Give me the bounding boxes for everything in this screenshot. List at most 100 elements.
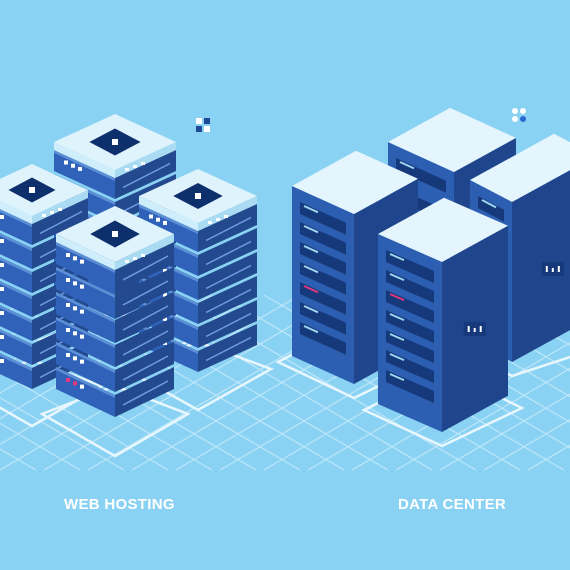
server-edge <box>54 150 115 181</box>
status-led <box>66 253 70 257</box>
badge-bar <box>467 326 470 332</box>
rim-led <box>42 214 46 217</box>
slot-led <box>389 273 405 282</box>
server-slot <box>205 216 252 242</box>
server-edge <box>56 267 115 298</box>
chip-light <box>29 187 35 193</box>
status-led <box>73 306 77 311</box>
floor-outline <box>39 384 191 458</box>
status-led <box>66 278 70 282</box>
rack-top <box>378 197 508 262</box>
server-edge <box>0 329 32 347</box>
grid-line <box>0 422 81 471</box>
server-side <box>115 367 174 417</box>
server-stack-icon <box>0 114 274 458</box>
server-rack-icon <box>275 107 570 448</box>
data-center-label: DATA CENTER <box>398 496 507 513</box>
status-led <box>0 311 4 315</box>
server-slot <box>205 240 252 266</box>
four-square-sparkle-icon <box>196 118 210 132</box>
server-slot <box>205 264 252 290</box>
grid-line <box>483 419 570 471</box>
status-led <box>64 160 68 165</box>
server-edge <box>0 305 32 323</box>
status-led <box>73 381 77 386</box>
server-top-rim <box>115 142 176 178</box>
server-face <box>56 317 115 367</box>
rim-led <box>133 165 137 168</box>
status-led <box>73 356 77 361</box>
rim-led <box>141 254 145 257</box>
slot-led <box>303 225 319 234</box>
server-rack <box>361 197 525 448</box>
status-led <box>163 268 167 273</box>
slot-led <box>303 285 319 294</box>
badge-bar <box>551 268 554 272</box>
server-side <box>115 267 174 317</box>
slot-led <box>303 265 319 274</box>
rack-side <box>512 170 570 362</box>
status-led <box>80 334 84 339</box>
floor-outline <box>0 358 105 428</box>
status-led <box>0 287 4 291</box>
grid-line <box>0 396 125 471</box>
server-top-rim <box>139 196 198 231</box>
slot-led <box>303 245 319 254</box>
status-led <box>66 353 70 357</box>
web-hosting-label: WEB HOSTING <box>64 496 175 513</box>
status-led <box>0 239 4 243</box>
slot-led <box>389 293 405 302</box>
status-led <box>73 331 77 336</box>
status-led <box>80 384 84 389</box>
server-face <box>0 329 32 365</box>
status-led <box>66 303 70 307</box>
status-led <box>73 256 77 261</box>
rim-led <box>125 168 129 171</box>
chip-light <box>112 139 118 145</box>
server-face <box>0 257 32 293</box>
server-side <box>115 150 176 199</box>
rim-led <box>133 257 137 260</box>
rim-led <box>50 211 54 214</box>
server-face <box>0 305 32 341</box>
server-face <box>56 367 115 417</box>
status-led <box>73 281 77 286</box>
server-top-rim <box>198 196 257 231</box>
status-led <box>0 215 4 219</box>
server-side <box>32 198 88 245</box>
server-face <box>56 292 115 342</box>
server-side <box>198 324 257 372</box>
server-top-rim <box>0 201 32 224</box>
slot-led <box>389 253 405 262</box>
rack-top <box>470 133 570 202</box>
slot-led <box>389 353 405 362</box>
slot-led <box>481 199 497 209</box>
server-face <box>139 204 198 252</box>
server-slot <box>122 255 169 281</box>
server-top-rim <box>56 234 115 270</box>
grid-line <box>219 294 521 471</box>
server-edge <box>0 281 32 299</box>
server-edge <box>56 367 115 398</box>
server-face <box>54 150 115 199</box>
badge-bar <box>545 266 548 272</box>
badge-bar <box>557 266 560 272</box>
rim-led <box>141 162 145 165</box>
server-side <box>198 204 257 252</box>
server-face <box>56 342 115 392</box>
status-led <box>80 309 84 314</box>
server-stack <box>39 206 191 458</box>
server-edge <box>0 257 32 275</box>
rim-led <box>125 260 129 263</box>
rim-led <box>224 215 228 218</box>
server-edge <box>0 233 32 251</box>
slot-led <box>303 325 319 334</box>
status-led <box>163 292 167 297</box>
badge-bar <box>473 328 476 332</box>
slot-led <box>389 313 405 322</box>
slot-led <box>399 161 415 170</box>
server-top-rim <box>115 234 174 270</box>
server-slot <box>205 288 252 314</box>
status-led <box>80 259 84 264</box>
